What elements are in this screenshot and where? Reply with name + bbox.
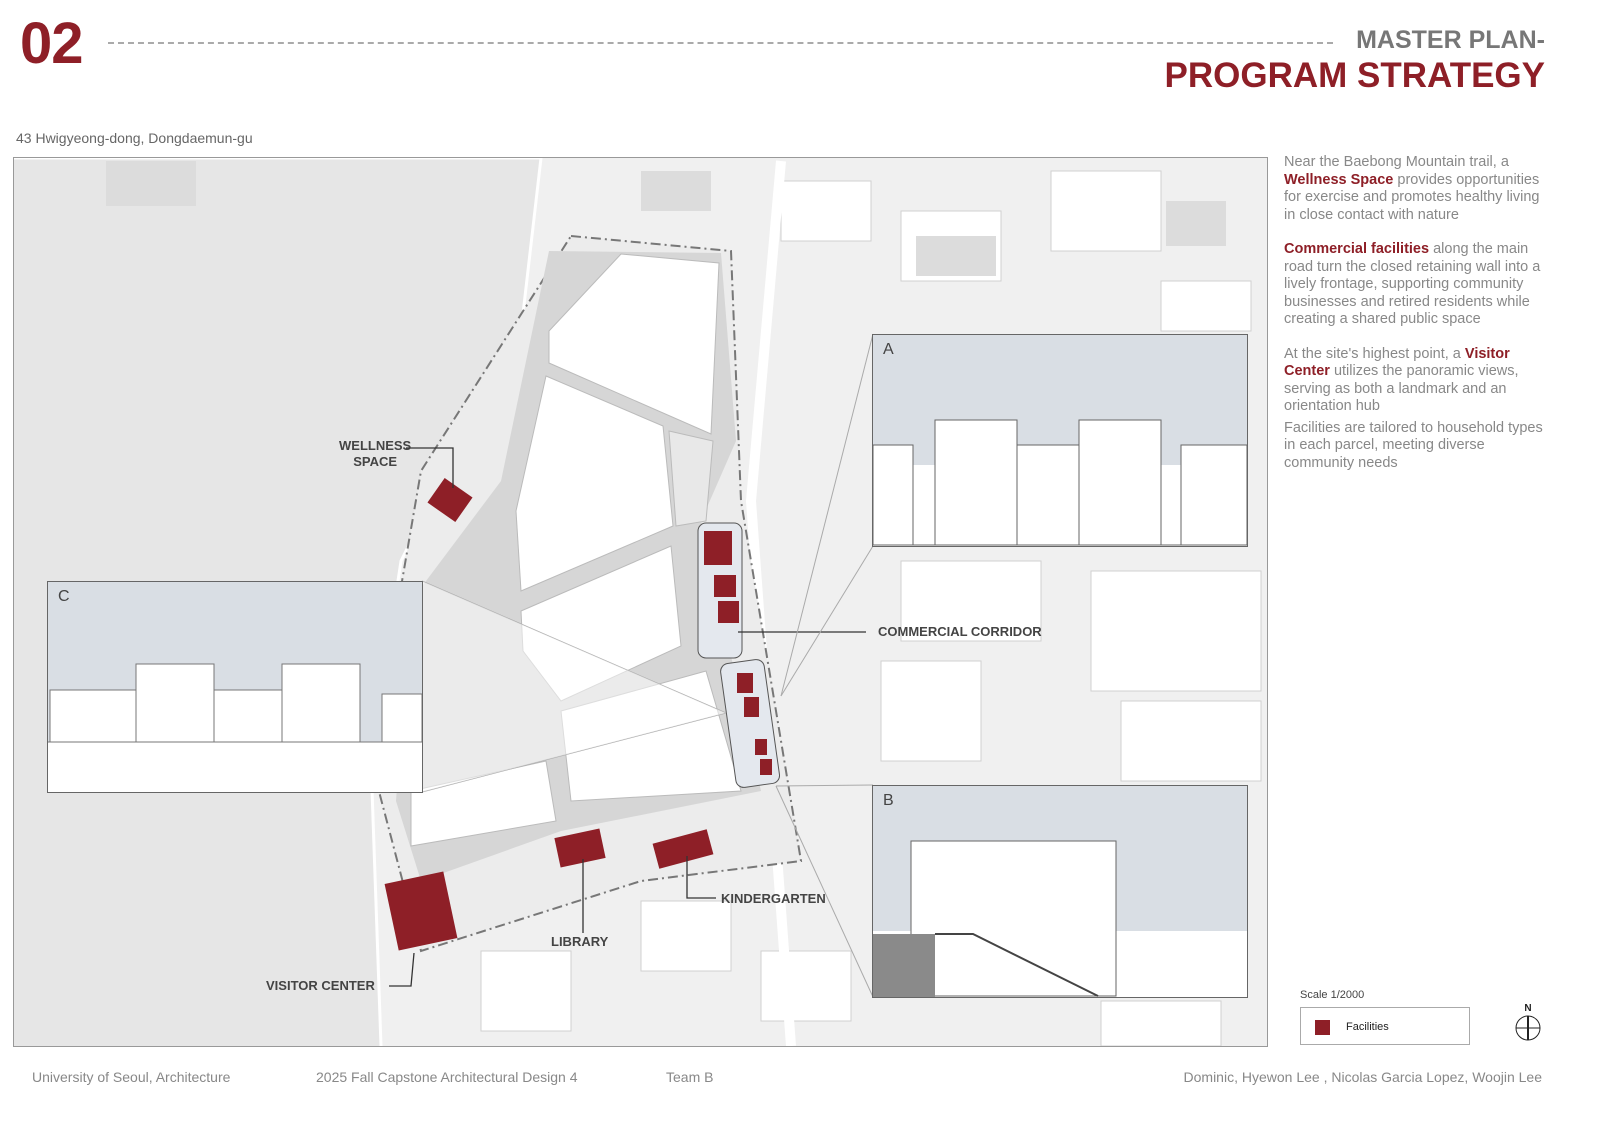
north-label: N xyxy=(1524,1003,1532,1014)
legend-item-label: Facilities xyxy=(1346,1021,1389,1033)
site-address: 43 Hwigyeong-dong, Dongdaemun-gu xyxy=(16,130,253,146)
section-number: 02 xyxy=(20,11,84,76)
commercial-facility xyxy=(737,673,753,693)
footer-team: Team B xyxy=(666,1069,714,1085)
inset-label: C xyxy=(58,588,70,605)
paragraph-wellness: Near the Baebong Mountain trail, a Welln… xyxy=(1284,154,1540,223)
commercial-facility xyxy=(760,759,772,775)
footer-members: Dominic, Hyewon Lee , Nicolas Garcia Lop… xyxy=(1183,1069,1542,1085)
library-facility xyxy=(554,828,606,868)
page-title: PROGRAM STRATEGY xyxy=(1164,56,1545,95)
label-kindergarten: KINDERGARTEN xyxy=(721,891,826,906)
parcel xyxy=(548,253,720,435)
label-library: LIBRARY xyxy=(551,934,609,949)
label-wellness-space: WELLNESS SPACE xyxy=(339,438,412,469)
commercial-facility xyxy=(704,531,732,565)
footer-school: University of Seoul, Architecture xyxy=(32,1069,231,1085)
north-arrow-icon: N xyxy=(1514,1003,1542,1045)
facilities-swatch xyxy=(1315,1020,1330,1035)
elevation-drawing-a xyxy=(873,419,1247,546)
site-plan-drawing xyxy=(14,158,1262,1046)
paragraph-visitor: At the site's highest point, a Visitor C… xyxy=(1284,345,1519,415)
commercial-facility xyxy=(714,575,736,597)
commercial-facility xyxy=(718,601,739,623)
label-commercial-corridor: COMMERCIAL CORRIDOR xyxy=(878,624,1042,639)
header-divider xyxy=(108,42,1333,44)
elevation-drawing-c xyxy=(48,663,422,743)
inset-label: A xyxy=(883,341,894,358)
footer-course: 2025 Fall Capstone Architectural Design … xyxy=(316,1069,578,1085)
facility-markers xyxy=(384,477,772,951)
program-description: Near the Baebong Mountain trail, a Welln… xyxy=(1284,154,1554,489)
kindergarten-facility xyxy=(652,829,714,869)
legend: Facilities xyxy=(1300,1007,1470,1045)
site-plan-map: WELLNESS SPACE COMMERCIAL CORRIDOR KINDE… xyxy=(13,157,1268,1047)
wellness-space-facility xyxy=(427,477,473,523)
compass-icon xyxy=(1515,1015,1541,1041)
label-visitor-center: VISITOR CENTER xyxy=(266,978,375,993)
inset-elevation-a: A xyxy=(872,334,1248,547)
commercial-facility xyxy=(755,739,767,755)
section-drawing-b xyxy=(873,840,1117,997)
section-subtitle: MASTER PLAN- xyxy=(1356,26,1545,54)
visitor-center-facility xyxy=(384,871,458,951)
scale-label: Scale 1/2000 xyxy=(1300,989,1365,1001)
inset-elevation-c: C xyxy=(47,581,423,793)
paragraph-facilities: Facilities are tailored to household typ… xyxy=(1284,419,1543,471)
commercial-facility xyxy=(744,697,759,717)
inset-section-b: B xyxy=(872,785,1248,998)
parcel xyxy=(515,375,674,592)
inset-label: B xyxy=(883,792,894,809)
paragraph-commercial: Commercial facilities along the main roa… xyxy=(1284,241,1541,327)
